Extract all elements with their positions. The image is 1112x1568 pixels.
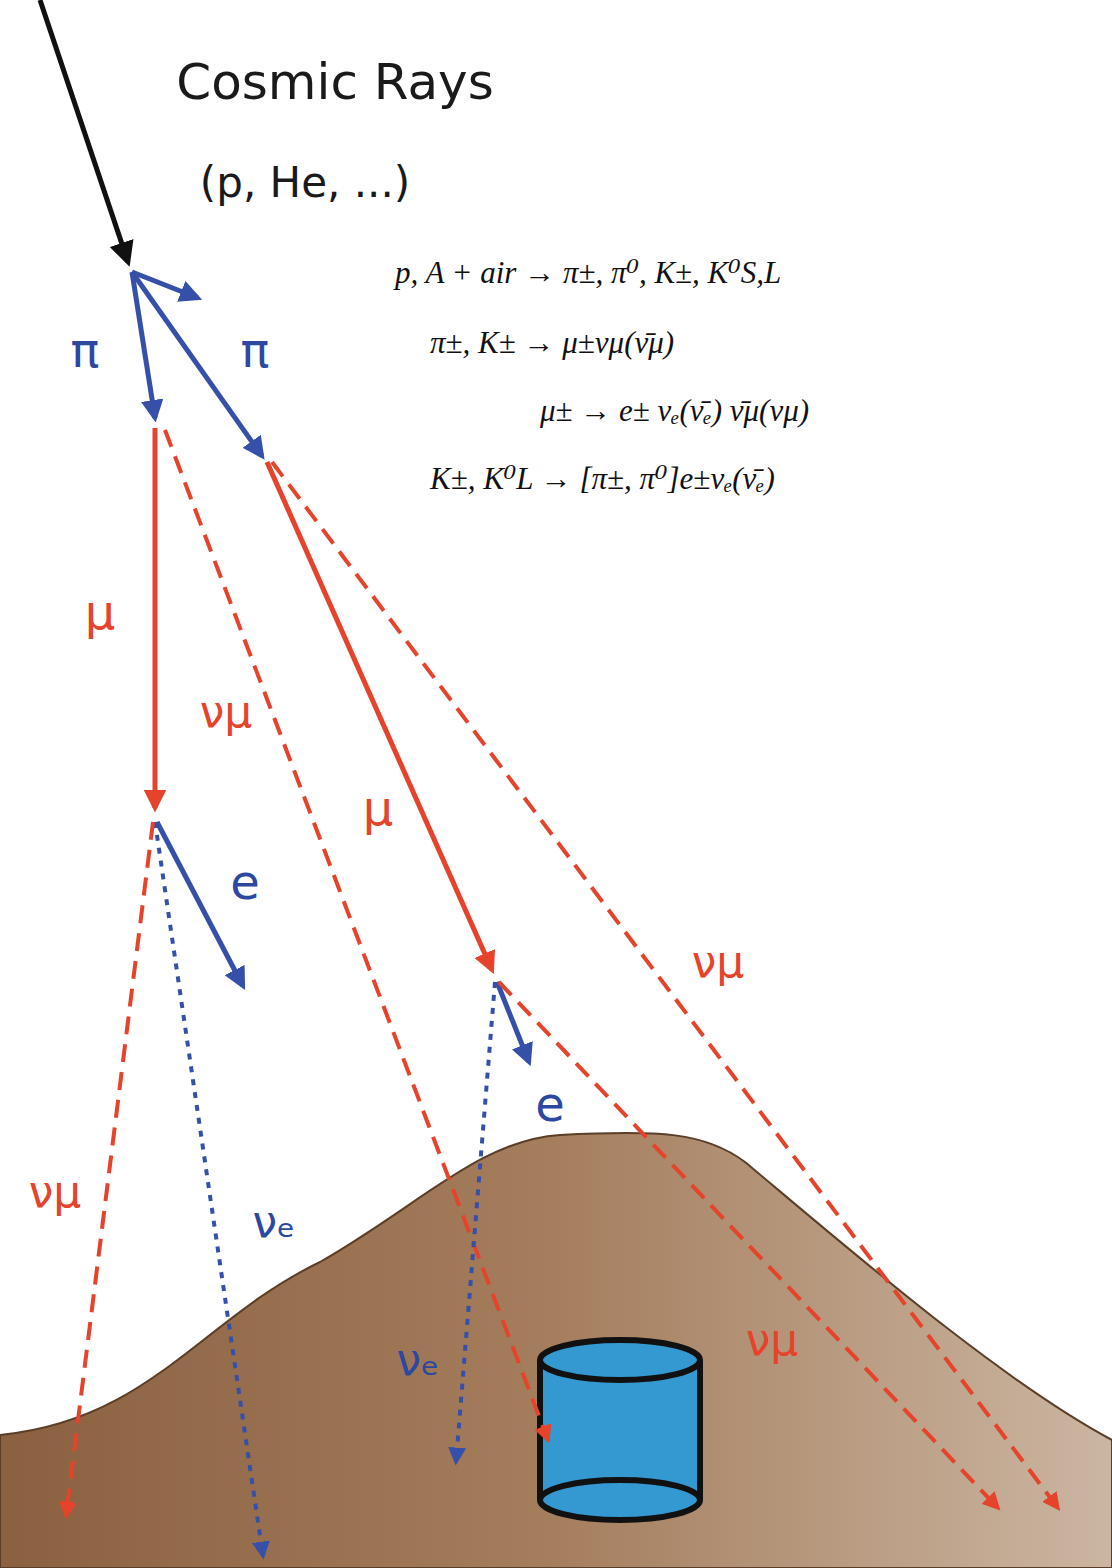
particle-label: e (230, 856, 260, 909)
heading-text: Cosmic Rays (176, 55, 493, 110)
particle-label: νμ (692, 938, 745, 986)
particle-label: νₑ (253, 1198, 296, 1246)
particle-label: μ (363, 782, 394, 835)
reaction-equation: p, A + air → π±, π⁰, K±, K⁰S,L (395, 256, 781, 290)
particle-label: μ (85, 586, 116, 639)
particle-label: e (535, 1078, 565, 1131)
particle-label: π (71, 324, 100, 377)
reaction-equation: K±, K⁰L → [π±, π⁰]e±νₑ(ν̄ₑ) (430, 462, 775, 496)
particle-label: π (241, 324, 270, 377)
particle-label: νμ (746, 1316, 799, 1364)
reaction-equation: π±, K± → μ±νμ(ν̄μ) (430, 326, 674, 360)
primary-note: (p, He, ...) (200, 160, 410, 206)
particle-label: νμ (200, 688, 253, 736)
reaction-equation: μ± → e± νₑ(ν̄ₑ) ν̄μ(νμ) (540, 394, 809, 428)
particle-label: νₑ (397, 1336, 440, 1384)
particle-label: νμ (29, 1168, 82, 1216)
